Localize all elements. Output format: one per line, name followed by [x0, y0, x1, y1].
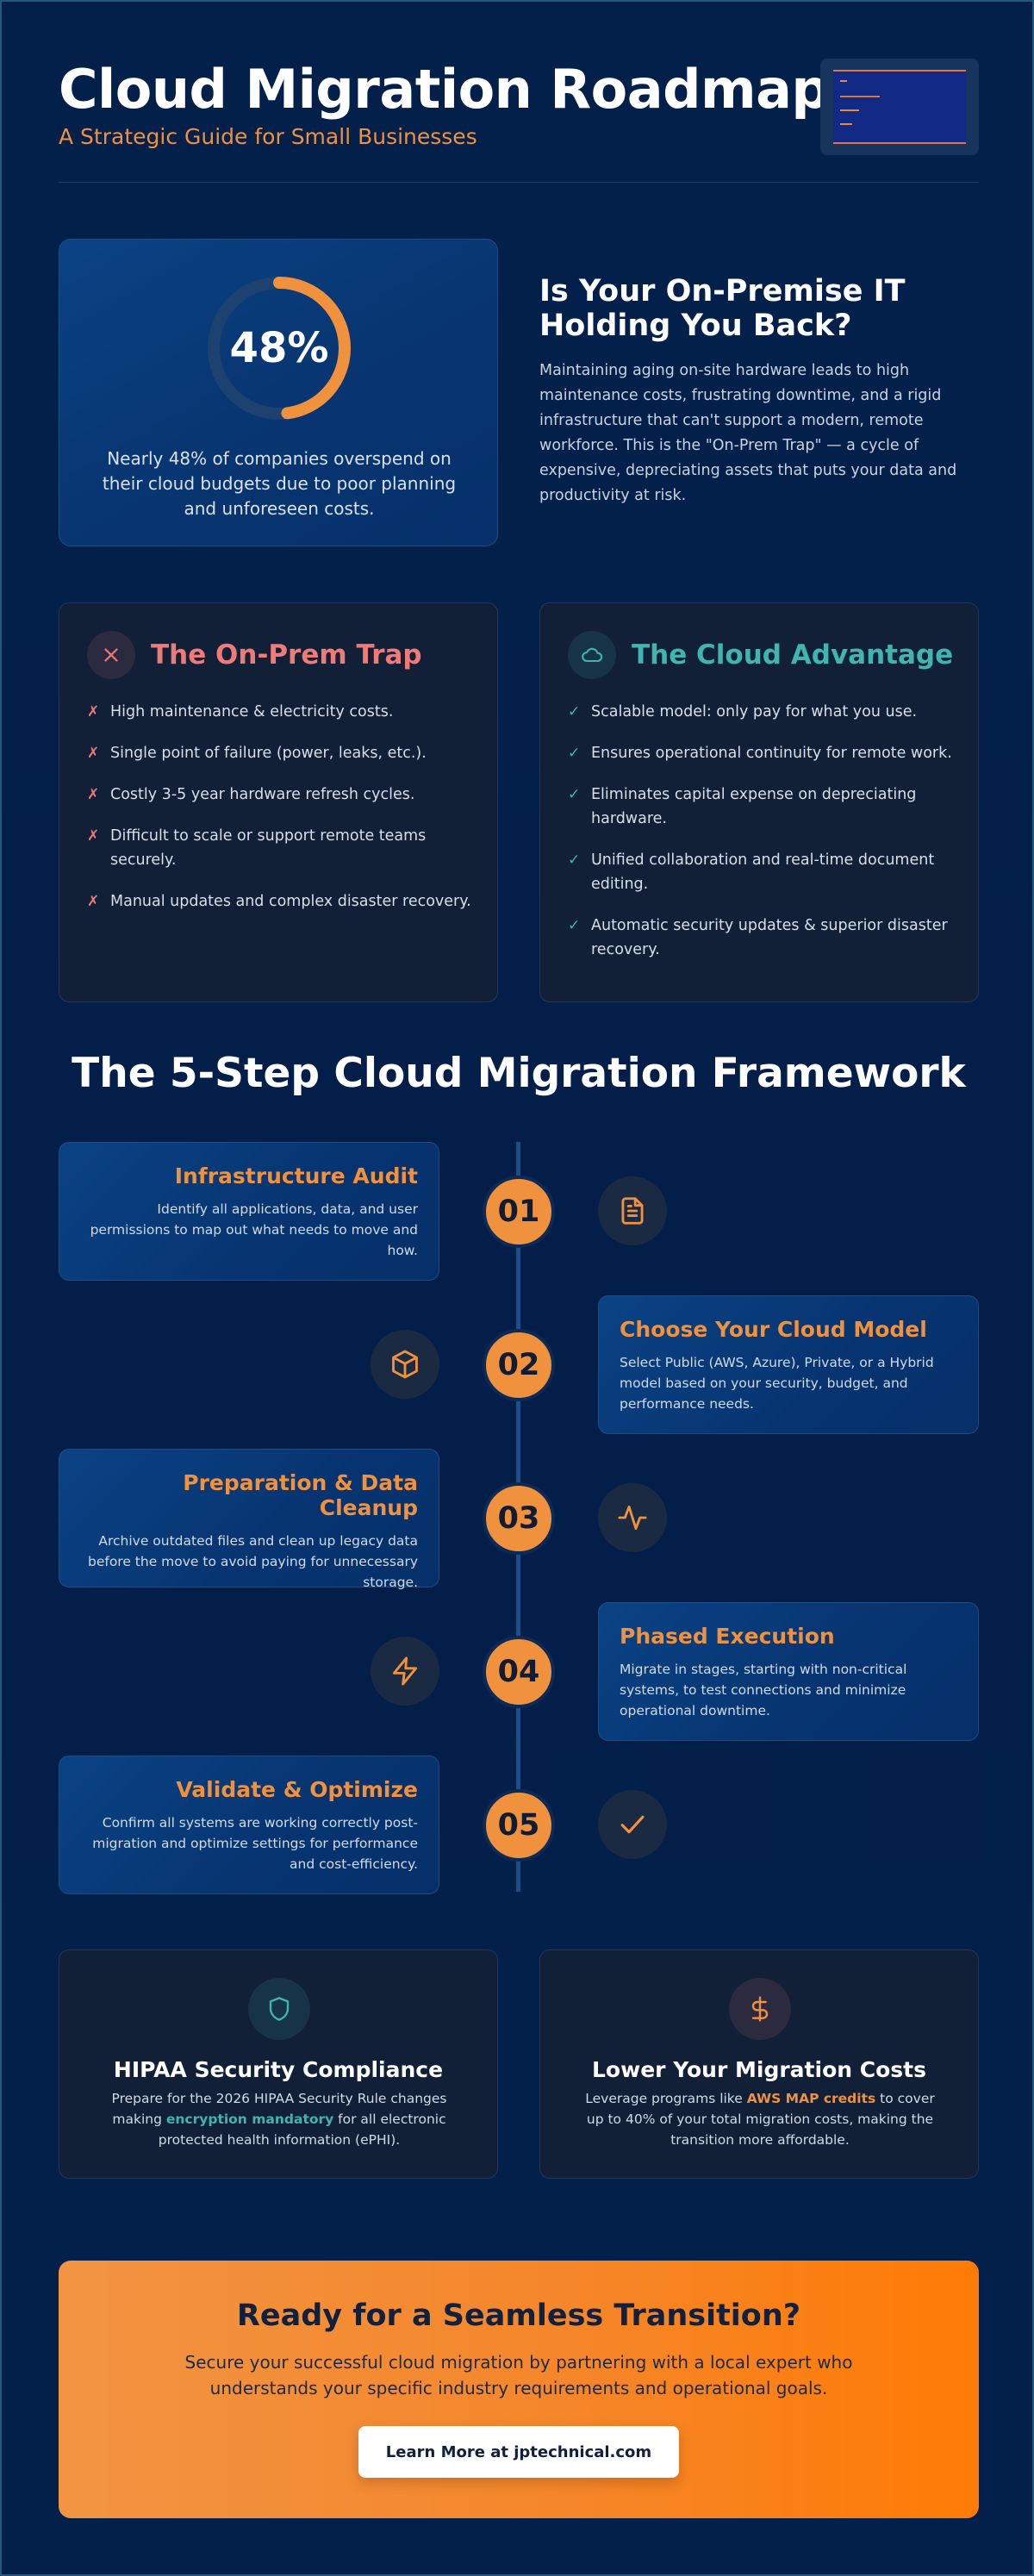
- check-icon: [598, 1790, 667, 1859]
- intro-heading: Is Your On-Premise IT Holding You Back?: [539, 274, 906, 343]
- onprem-trap-card: The On-Prem Trap ✗High maintenance & ele…: [59, 602, 498, 1002]
- document-icon: [598, 1176, 667, 1245]
- list-item: ✗Costly 3-5 year hardware refresh cycles…: [87, 783, 475, 807]
- cross-mark-icon: ✗: [87, 703, 100, 720]
- cross-mark-icon: ✗: [87, 893, 100, 910]
- list-item: ✓Ensures operational continuity for remo…: [568, 741, 956, 765]
- close-icon: [87, 631, 135, 679]
- percent-donut-chart: 48%: [205, 274, 353, 422]
- step-number-5: 05: [483, 1789, 555, 1862]
- check-mark-icon: ✓: [568, 851, 581, 869]
- list-item: ✗Manual updates and complex disaster rec…: [87, 889, 475, 914]
- page-title: Cloud Migration Roadmap: [59, 58, 830, 121]
- framework-title: The 5-Step Cloud Migration Framework: [72, 1050, 966, 1097]
- step-card-4: Phased Execution Migrate in stages, star…: [598, 1602, 979, 1741]
- step-text: Confirm all systems are working correctl…: [92, 1815, 418, 1872]
- learn-more-button[interactable]: Learn More at jptechnical.com: [358, 2426, 679, 2478]
- step-number-4: 04: [483, 1636, 555, 1708]
- step-title: Infrastructure Audit: [174, 1163, 418, 1188]
- costs-title: Lower Your Migration Costs: [592, 2057, 926, 2082]
- list-item: ✗Difficult to scale or support remote te…: [87, 824, 475, 872]
- costs-card: Lower Your Migration Costs Leverage prog…: [539, 1949, 979, 2179]
- cta-title: Ready for a Seamless Transition?: [236, 2298, 801, 2333]
- hipaa-highlight: encryption mandatory: [165, 2111, 334, 2127]
- step-number-3: 03: [483, 1482, 555, 1555]
- activity-icon: [598, 1483, 667, 1552]
- check-mark-icon: ✓: [568, 745, 581, 762]
- step-number-1: 01: [483, 1176, 555, 1248]
- costs-text: Leverage programs like AWS MAP credits t…: [585, 2091, 935, 2148]
- step-text: Migrate in stages, starting with non-cri…: [620, 1662, 907, 1718]
- page-subtitle: A Strategic Guide for Small Businesses: [59, 124, 477, 149]
- shield-icon: [248, 1978, 310, 2040]
- code-thumbnail-image: [820, 59, 979, 155]
- hipaa-text: Prepare for the 2026 HIPAA Security Rule…: [111, 2091, 447, 2148]
- intro-body: Maintaining aging on-site hardware leads…: [539, 362, 957, 504]
- cloud-advantage-card: The Cloud Advantage ✓Scalable model: onl…: [539, 602, 979, 1002]
- hipaa-title: HIPAA Security Compliance: [113, 2057, 444, 2082]
- step-card-5: Validate & Optimize Confirm all systems …: [59, 1756, 439, 1894]
- step-title: Validate & Optimize: [176, 1777, 418, 1802]
- lightning-icon: [371, 1637, 439, 1706]
- intro-section: Is Your On-Premise IT Holding You Back? …: [539, 274, 979, 508]
- step-card-2: Choose Your Cloud Model Select Public (A…: [598, 1295, 979, 1434]
- list-item: ✓Unified collaboration and real-time doc…: [568, 848, 956, 896]
- list-item: ✓Scalable model: only pay for what you u…: [568, 700, 956, 724]
- step-title: Choose Your Cloud Model: [620, 1317, 927, 1342]
- cross-mark-icon: ✗: [87, 745, 100, 762]
- step-card-1: Infrastructure Audit Identify all applic…: [59, 1142, 439, 1281]
- header: Cloud Migration Roadmap A Strategic Guid…: [59, 57, 979, 183]
- step-text: Select Public (AWS, Azure), Private, or …: [620, 1355, 934, 1412]
- hipaa-card: HIPAA Security Compliance Prepare for th…: [59, 1949, 498, 2179]
- cloud-advantage-title: The Cloud Advantage: [632, 639, 954, 671]
- box-icon: [371, 1330, 439, 1399]
- list-item: ✓Automatic security updates & superior d…: [568, 914, 956, 962]
- cta-banner: Ready for a Seamless Transition? Secure …: [59, 2261, 979, 2518]
- list-item: ✗Single point of failure (power, leaks, …: [87, 741, 475, 765]
- onprem-trap-list: ✗High maintenance & electricity costs. ✗…: [87, 700, 475, 931]
- cloud-icon: [568, 631, 616, 679]
- stat-value: 48%: [229, 324, 329, 372]
- stat-description: Nearly 48% of companies overspend on the…: [102, 448, 457, 519]
- costs-highlight: AWS MAP credits: [746, 2091, 876, 2106]
- step-text: Archive outdated files and clean up lega…: [87, 1533, 418, 1590]
- onprem-trap-title: The On-Prem Trap: [151, 639, 422, 671]
- donut-arc: [208, 277, 351, 420]
- step-number-2: 02: [483, 1329, 555, 1401]
- cloud-advantage-list: ✓Scalable model: only pay for what you u…: [568, 700, 956, 979]
- list-item: ✗High maintenance & electricity costs.: [87, 700, 475, 724]
- stat-card: 48% Nearly 48% of companies overspend on…: [59, 239, 498, 546]
- list-item: ✓Eliminates capital expense on depreciat…: [568, 783, 956, 831]
- check-mark-icon: ✓: [568, 917, 581, 934]
- check-mark-icon: ✓: [568, 786, 581, 803]
- step-title: Preparation & Data Cleanup: [183, 1470, 418, 1520]
- step-text: Identify all applications, data, and use…: [90, 1201, 418, 1258]
- check-mark-icon: ✓: [568, 703, 581, 720]
- dollar-icon: [729, 1978, 791, 2040]
- cross-mark-icon: ✗: [87, 786, 100, 803]
- step-card-3: Preparation & Data Cleanup Archive outda…: [59, 1449, 439, 1590]
- step-title: Phased Execution: [620, 1624, 835, 1649]
- cta-text: Secure your successful cloud migration b…: [184, 2352, 853, 2398]
- cross-mark-icon: ✗: [87, 827, 100, 845]
